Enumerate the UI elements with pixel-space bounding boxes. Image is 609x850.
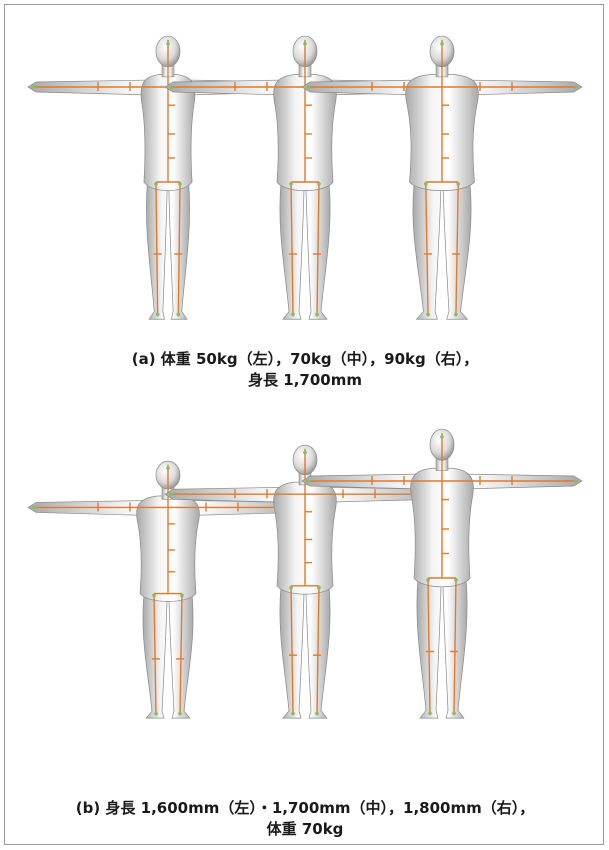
legs bbox=[413, 182, 471, 319]
panel-a-caption: (a) 体重 50kg（左），70kg（中），90kg（右）， 身長 1,700… bbox=[5, 349, 605, 391]
panel-b-caption-line1: (b) 身長 1,600mm（左）・1,700mm（中），1,800mm（右）， bbox=[5, 798, 605, 819]
figure-frame: (a) 体重 50kg（左），70kg（中），90kg（右）， 身長 1,700… bbox=[4, 4, 604, 845]
panel-a-caption-line2: 身長 1,700mm bbox=[5, 370, 605, 391]
body-model-a-1 bbox=[28, 36, 308, 319]
body-model-a-3 bbox=[302, 36, 582, 319]
legs bbox=[280, 586, 330, 718]
panel-b-illustration bbox=[5, 391, 605, 741]
legs bbox=[280, 182, 330, 319]
panel-b-caption: (b) 身長 1,600mm（左）・1,700mm（中），1,800mm（右），… bbox=[5, 798, 605, 840]
panel-b-caption-line2: 体重 70kg bbox=[5, 819, 605, 840]
legs bbox=[417, 578, 467, 718]
panel-b-body-models bbox=[5, 441, 605, 753]
legs bbox=[146, 182, 189, 319]
body-model-b-3 bbox=[302, 429, 582, 718]
legs bbox=[143, 594, 193, 719]
panel-a-illustration bbox=[5, 5, 605, 345]
panel-a-caption-line1: (a) 体重 50kg（左），70kg（中），90kg（右）， bbox=[5, 349, 605, 370]
body-model-a-2 bbox=[165, 36, 445, 319]
panel-a-body-models bbox=[5, 5, 605, 400]
